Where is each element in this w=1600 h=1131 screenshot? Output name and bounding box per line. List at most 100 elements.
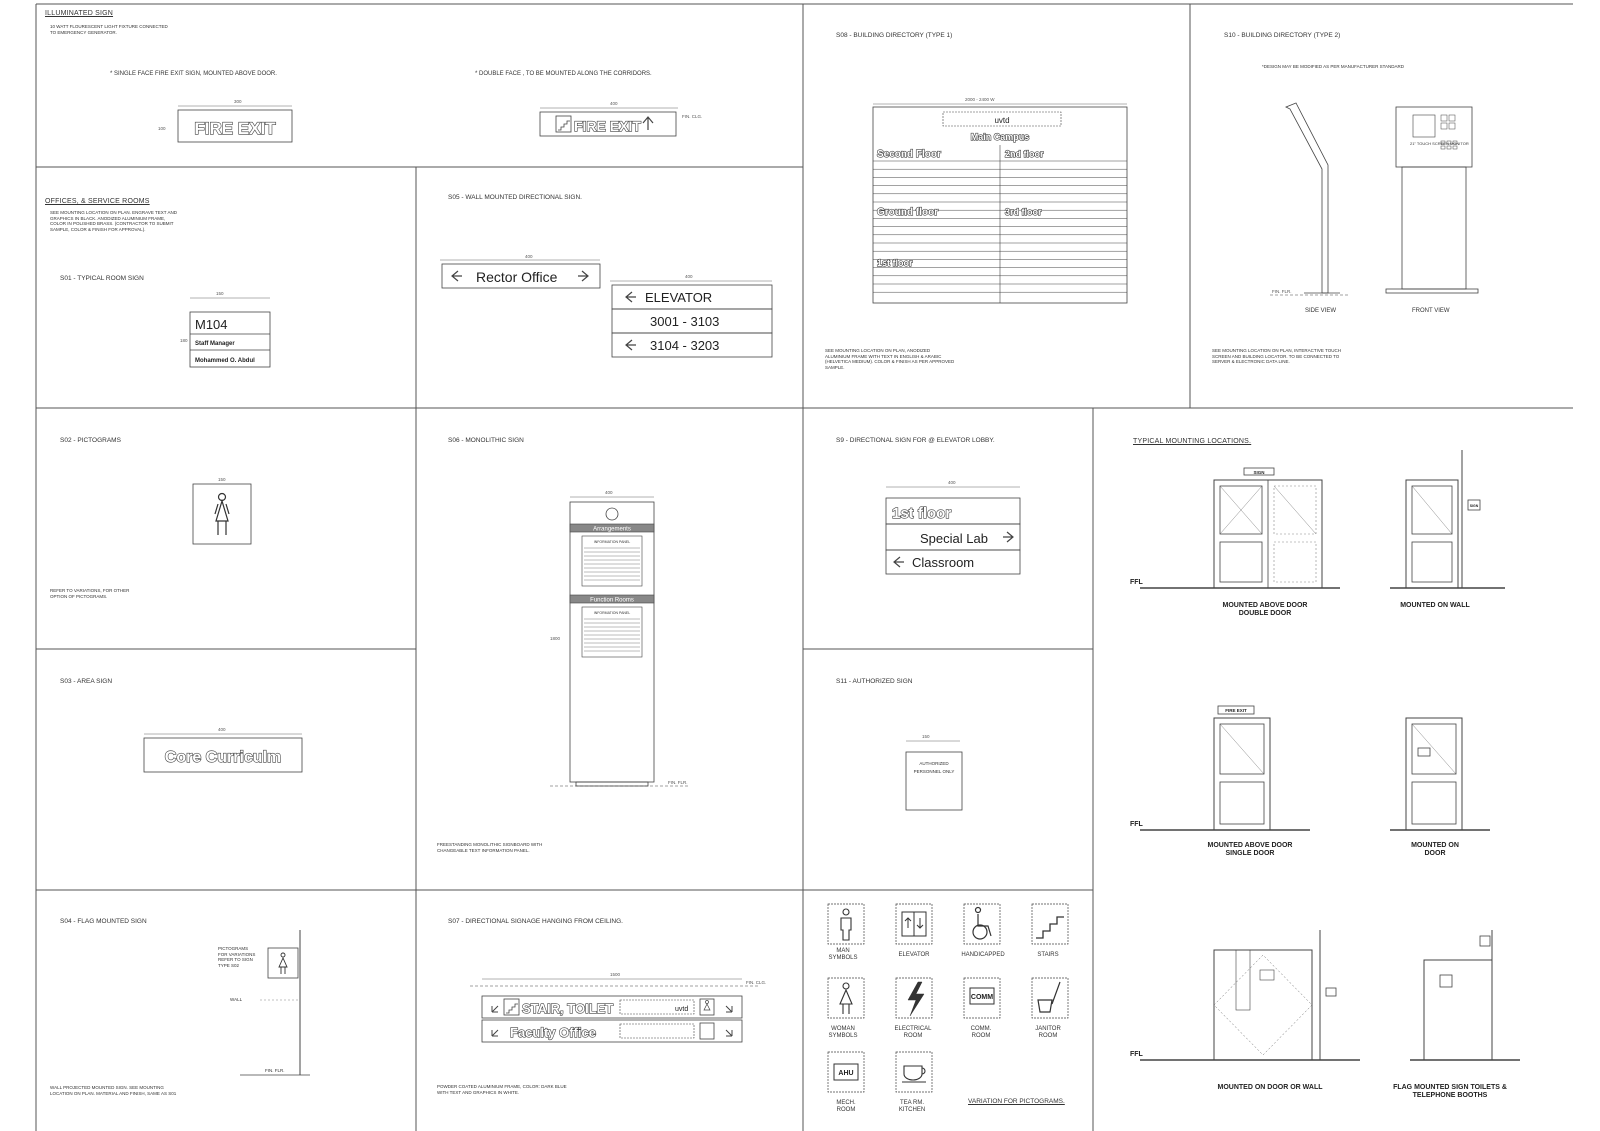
section-note: SEE MOUNTING LOCATION ON PLAN, ANODIZED … — [825, 348, 955, 370]
pictogram-label: HANDICAPPED — [961, 952, 1005, 958]
classroom-text: Classroom — [912, 555, 974, 570]
fire-exit-double-sign: 400 FIRE EXIT FIN. CLG. — [539, 101, 702, 137]
monolith-band: Function Rooms — [590, 598, 634, 604]
arrow-left-icon — [625, 339, 636, 351]
toilet-icon — [699, 998, 715, 1016]
fire-exit-text: FIRE EXIT — [574, 118, 641, 134]
floor-label: 2nd floor — [1005, 149, 1044, 159]
section-note: WALL PROJECTED MOUNTED SIGN. SEE MOUNTIN… — [50, 1085, 177, 1096]
pictogram-label: MAN SYMBOLS — [828, 948, 858, 961]
pictogram-sign: 150 — [192, 477, 252, 545]
logo-icon — [605, 507, 619, 521]
authorized-sign: 150 AUTHORIZED PERSONNEL ONLY — [905, 734, 963, 811]
authorized-text: AUTHORIZED PERSONNEL ONLY — [913, 761, 955, 774]
elevator-icon — [895, 903, 933, 945]
man-icon — [827, 903, 865, 945]
fire-exit-single-sign: 300 FIRE EXIT 100 — [158, 99, 293, 143]
elevator-label: ELEVATOR — [645, 290, 712, 305]
fin-clg-label: FIN. CLG. — [682, 114, 702, 119]
arrow-left-icon — [625, 291, 636, 303]
pictogram-label: MECH. ROOM — [836, 1100, 856, 1113]
sub-title: S03 - AREA SIGN — [60, 678, 113, 685]
dim-label: 400 — [218, 727, 226, 732]
section-note: SEE MOUNTING LOCATION ON PLAN, INTERACTI… — [1212, 348, 1342, 364]
wall-label: WALL — [230, 997, 243, 1002]
ffl-label: FFL — [1130, 821, 1144, 828]
sub-title: S05 - WALL MOUNTED DIRECTIONAL SIGN. — [448, 194, 582, 201]
floor-label: Second Floor — [877, 149, 941, 160]
sub-title: S06 - MONOLITHIC SIGN — [448, 437, 524, 444]
sub-title: S07 - DIRECTIONAL SIGNAGE HANGING FROM C… — [448, 918, 623, 925]
room-number: M104 — [195, 317, 228, 332]
section-title: TYPICAL MOUNTING LOCATIONS. — [1133, 438, 1252, 445]
dim-label: 1800 — [550, 636, 561, 641]
dim-label: 1500 — [610, 972, 621, 977]
elevator-lobby-sign: 400 1st floor Special Lab Classroom — [885, 480, 1021, 575]
uvtd-tag: uvtd — [675, 1006, 688, 1013]
room-role: Staff Manager — [195, 341, 235, 347]
fin-flr-label: FIN. FLR. — [265, 1068, 285, 1073]
directory-subtitle: Main Campus — [971, 132, 1030, 142]
ffl-label: FFL — [1130, 579, 1144, 586]
woman-icon — [278, 952, 288, 974]
row1-text: STAIR, TOILET — [522, 1001, 613, 1016]
sign-label: SIGN — [1470, 504, 1479, 508]
flag-sign-drawing — [240, 930, 310, 1076]
dim-label: 180 — [180, 338, 188, 343]
arrow-left-icon — [893, 556, 904, 568]
section-note: FREESTANDING MONOLITHIC SIGNBOARD WITH C… — [437, 842, 543, 853]
dim-label: 150 — [922, 734, 930, 739]
dim-label: 300 — [234, 99, 242, 104]
fin-flr-label: FIN. FLR. — [1272, 289, 1292, 294]
dim-label: 400 — [525, 254, 533, 259]
tea-cup-icon — [895, 1051, 933, 1093]
mount-label: MOUNTED ON DOOR — [1411, 842, 1459, 857]
dim-label: 100 — [158, 126, 166, 131]
arrow-left-icon — [578, 270, 589, 282]
wall-directional-signs: 400 Rector Office 400 ELEVATOR 3001 - 31… — [440, 254, 773, 358]
stairs-icon — [555, 115, 572, 133]
fire-exit-text: FIRE EXIT — [194, 119, 276, 138]
arrow-up-icon — [642, 116, 654, 130]
front-view-label: FRONT VIEW — [1412, 308, 1450, 314]
arrow-upright-icon — [725, 1029, 733, 1037]
mounting-drawings: SIGN FFL SIGN FIRE EXIT FFL — [1130, 450, 1520, 1061]
arrow-left-icon — [451, 270, 462, 282]
dim-label: 400 — [605, 490, 613, 495]
area-sign: 400 Core Curriculm — [143, 727, 303, 773]
mount-label: MOUNTED ABOVE DOOR DOUBLE DOOR — [1222, 602, 1308, 617]
pictogram-grid: COMM AHU — [827, 903, 1069, 1093]
mount-label: MOUNTED ON WALL — [1400, 602, 1470, 609]
dim-label: 150 — [216, 291, 224, 296]
dim-label: 2000 - 2400 W — [965, 97, 995, 102]
arrow-upleft-icon — [491, 1005, 499, 1013]
screen-label: 21" TOUCH SCREEN MONITOR — [1410, 141, 1469, 146]
dim-label: 400 — [610, 101, 618, 106]
stairs-icon — [1031, 903, 1069, 945]
handicapped-icon — [963, 903, 1001, 945]
side-view-label: SIDE VIEW — [1305, 308, 1337, 314]
section-note: POWDER COATED ALUMINIUM FRAME, COLOR: DA… — [437, 1084, 567, 1095]
arrow-upright-icon — [725, 1005, 733, 1013]
room-person: Mohammed O. Abdul — [195, 358, 255, 364]
comm-text: COMM — [971, 994, 993, 1001]
mount-label: FLAG MOUNTED SIGN TOILETS & TELEPHONE BO… — [1393, 1084, 1507, 1099]
section-note: SEE MOUNTING LOCATION ON PLAN. ENGRAVE T… — [50, 210, 177, 232]
directory-header: uvtd — [994, 116, 1009, 125]
janitor-icon — [1031, 977, 1069, 1019]
pictogram-label: ELEVATOR — [898, 952, 930, 958]
comm-icon — [963, 977, 1001, 1019]
rector-label: Rector Office — [476, 269, 558, 285]
woman-icon — [214, 492, 230, 535]
sign-label: SIGN — [1253, 470, 1264, 475]
double-caption: * DOUBLE FACE , TO BE MOUNTED ALONG THE … — [475, 71, 652, 77]
mount-label: MOUNTED ABOVE DOOR SINGLE DOOR — [1207, 842, 1293, 857]
electrical-icon — [895, 977, 933, 1019]
dim-label: 400 — [685, 274, 693, 279]
sub-title: S11 - AUTHORIZED SIGN — [836, 678, 913, 685]
fire-exit-label: FIRE EXIT — [1225, 708, 1247, 713]
kiosk-drawing: FIN. FLR. 21" TOUCH SCREEN MONITOR — [1270, 102, 1479, 296]
ahu-text: AHU — [838, 1070, 853, 1077]
stairs-icon — [503, 998, 520, 1016]
sub-title: S01 - TYPICAL ROOM SIGN — [60, 275, 144, 282]
